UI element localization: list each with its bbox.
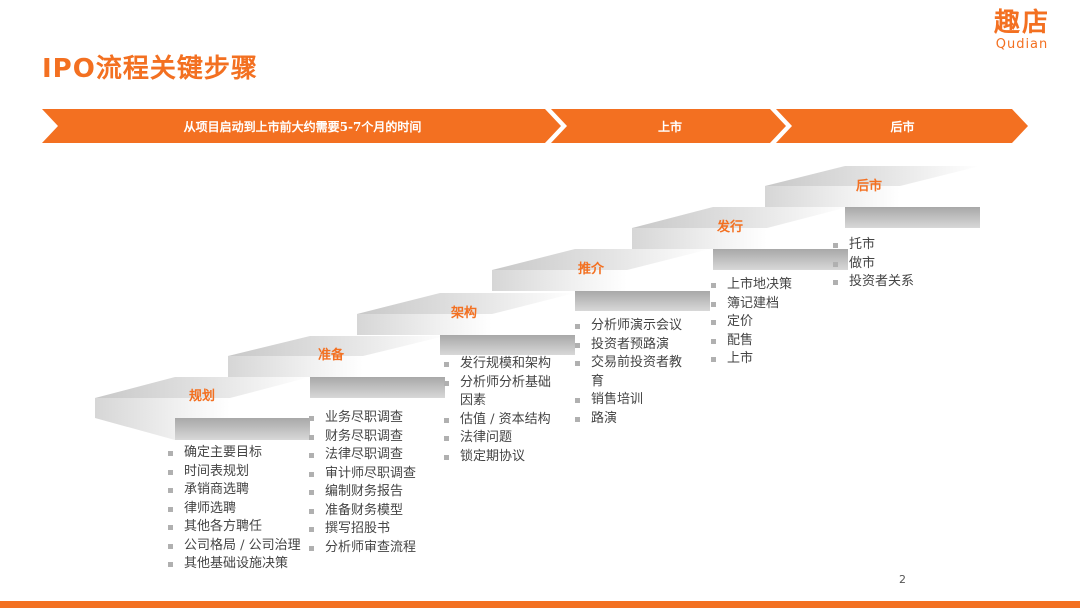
- list-item: 托市: [833, 236, 953, 255]
- list-item: 准备财务模型: [309, 502, 434, 521]
- list-item: 分析师演示会议: [575, 317, 685, 336]
- list-item: 撰写招股书: [309, 520, 434, 539]
- aftermarket-list: 托市 做市 投资者关系: [833, 236, 953, 292]
- step-label-aftermarket: 后市: [855, 179, 882, 194]
- list-item: 销售培训: [575, 391, 685, 410]
- arrow-segment-prelisting: [42, 109, 561, 143]
- bottom-accent-bar: [0, 601, 1080, 608]
- step-block-2: [228, 336, 445, 398]
- list-item: 上市地决策: [711, 276, 831, 295]
- list-item: 锁定期协议: [444, 448, 556, 467]
- marketing-list: 分析师演示会议 投资者预路演 交易前投资者教育 销售培训 路演: [575, 317, 685, 428]
- offering-list: 上市地决策 簿记建档 定价 配售 上市: [711, 276, 831, 369]
- list-item: 做市: [833, 255, 953, 274]
- step-label-planning: 规划: [188, 389, 215, 404]
- step-block-1: [95, 377, 310, 440]
- step-block-4: [492, 249, 710, 311]
- page-title: IPO流程关键步骤: [42, 54, 258, 84]
- list-item: 投资者关系: [833, 273, 953, 292]
- page-number: 2: [899, 573, 906, 586]
- list-item: 编制财务报告: [309, 483, 434, 502]
- banner-label-aftermarket: 后市: [890, 120, 915, 134]
- logo-cn-text: 趣店: [993, 8, 1050, 38]
- list-item: 分析师审查流程: [309, 539, 434, 558]
- list-item: 时间表规划: [168, 463, 308, 482]
- list-item: 其他基础设施决策: [168, 555, 308, 574]
- list-item: 上市: [711, 350, 831, 369]
- list-item: 法律问题: [444, 429, 556, 448]
- list-item: 定价: [711, 313, 831, 332]
- preparation-list: 业务尽职调查 财务尽职调查 法律尽职调查 审计师尽职调查 编制财务报告 准备财务…: [309, 409, 434, 557]
- list-item: 配售: [711, 332, 831, 351]
- structuring-list: 发行规模和架构 分析师分析基础因素 估值 / 资本结构 法律问题 锁定期协议: [444, 355, 556, 466]
- list-item: 簿记建档: [711, 295, 831, 314]
- list-item: 法律尽职调查: [309, 446, 434, 465]
- planning-list: 确定主要目标 时间表规划 承销商选聘 律师选聘 其他各方聘任 公司格局 / 公司…: [168, 444, 308, 574]
- list-item: 审计师尽职调查: [309, 465, 434, 484]
- qudian-logo: 趣店 Qudian: [982, 8, 1062, 58]
- banner-label-prelisting: 从项目启动到上市前大约需要5-7个月的时间: [183, 120, 422, 134]
- step-block-6: [765, 166, 980, 228]
- logo-en-text: Qudian: [995, 37, 1049, 52]
- step-label-offering: 发行: [716, 220, 743, 235]
- list-item: 公司格局 / 公司治理: [168, 537, 308, 556]
- step-label-marketing: 推介: [577, 262, 604, 277]
- list-item: 发行规模和架构: [444, 355, 556, 374]
- list-item: 交易前投资者教育: [575, 354, 685, 391]
- list-item: 分析师分析基础因素: [444, 374, 556, 411]
- step-label-structuring: 架构: [450, 306, 477, 321]
- list-item: 律师选聘: [168, 500, 308, 519]
- step-block-5: [632, 207, 848, 270]
- list-item: 财务尽职调查: [309, 428, 434, 447]
- list-item: 路演: [575, 410, 685, 429]
- step-block-3: [357, 293, 575, 355]
- arrow-segment-listing: [551, 109, 786, 143]
- list-item: 估值 / 资本结构: [444, 411, 556, 430]
- list-item: 业务尽职调查: [309, 409, 434, 428]
- list-item: 承销商选聘: [168, 481, 308, 500]
- list-item: 确定主要目标: [168, 444, 308, 463]
- step-label-preparation: 准备: [317, 348, 344, 363]
- list-item: 其他各方聘任: [168, 518, 308, 537]
- arrow-segment-aftermarket: [776, 109, 1028, 143]
- list-item: 投资者预路演: [575, 336, 685, 355]
- banner-label-listing: 上市: [657, 120, 682, 134]
